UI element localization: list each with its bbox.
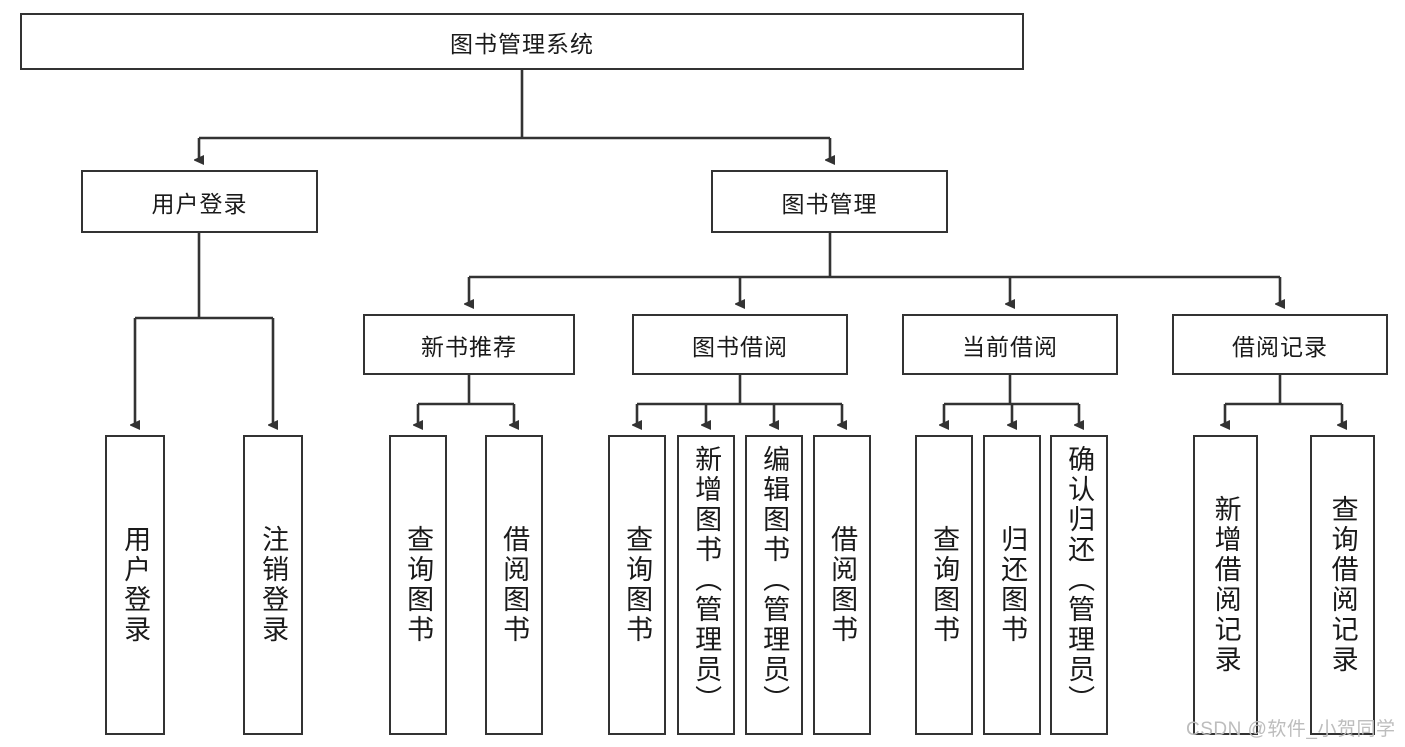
node-leaf-confirm-return-label: 确认归还（管理员） [1064, 445, 1095, 715]
node-current-borrow-label: 当前借阅 [962, 333, 1058, 360]
node-leaf-add-record-label: 新增借阅记录 [1210, 495, 1241, 675]
node-leaf-return-book-label: 归还图书 [997, 525, 1028, 645]
node-new-book-rec-label: 新书推荐 [421, 333, 517, 360]
node-leaf-user-login-label: 用户登录 [120, 525, 151, 645]
node-leaf-query-book-1[interactable]: 查询图书 [389, 435, 447, 735]
node-book-borrow-label: 图书借阅 [692, 333, 788, 360]
node-user-login[interactable]: 用户登录 [81, 170, 318, 233]
node-leaf-logout[interactable]: 注销登录 [243, 435, 303, 735]
node-root[interactable]: 图书管理系统 [20, 13, 1024, 70]
node-book-manage[interactable]: 图书管理 [711, 170, 948, 233]
node-leaf-borrow-book-2[interactable]: 借阅图书 [813, 435, 871, 735]
node-leaf-confirm-return[interactable]: 确认归还（管理员） [1050, 435, 1108, 735]
node-root-label: 图书管理系统 [450, 30, 594, 57]
node-borrow-record-label: 借阅记录 [1232, 333, 1328, 360]
node-leaf-user-login[interactable]: 用户登录 [105, 435, 165, 735]
node-leaf-edit-book[interactable]: 编辑图书（管理员） [745, 435, 803, 735]
node-leaf-query-book-2[interactable]: 查询图书 [608, 435, 666, 735]
node-borrow-record[interactable]: 借阅记录 [1172, 314, 1388, 375]
node-new-book-rec[interactable]: 新书推荐 [363, 314, 575, 375]
node-current-borrow[interactable]: 当前借阅 [902, 314, 1118, 375]
node-leaf-edit-book-label: 编辑图书（管理员） [759, 445, 790, 715]
node-leaf-return-book[interactable]: 归还图书 [983, 435, 1041, 735]
node-leaf-borrow-book-1-label: 借阅图书 [499, 525, 530, 645]
watermark: CSDN @软件_小贺同学 [1186, 719, 1396, 740]
node-user-login-label: 用户登录 [151, 190, 248, 217]
node-leaf-add-book[interactable]: 新增图书（管理员） [677, 435, 735, 735]
node-leaf-add-record[interactable]: 新增借阅记录 [1193, 435, 1258, 735]
node-book-manage-label: 图书管理 [781, 190, 878, 217]
node-leaf-query-book-2-label: 查询图书 [622, 525, 653, 645]
node-leaf-logout-label: 注销登录 [258, 525, 289, 645]
node-leaf-query-book-3[interactable]: 查询图书 [915, 435, 973, 735]
node-leaf-add-book-label: 新增图书（管理员） [691, 445, 722, 715]
node-leaf-query-record-label: 查询借阅记录 [1327, 495, 1358, 675]
node-leaf-query-record[interactable]: 查询借阅记录 [1310, 435, 1375, 735]
node-leaf-borrow-book-2-label: 借阅图书 [827, 525, 858, 645]
node-book-borrow[interactable]: 图书借阅 [632, 314, 848, 375]
node-leaf-query-book-1-label: 查询图书 [403, 525, 434, 645]
node-leaf-query-book-3-label: 查询图书 [929, 525, 960, 645]
node-leaf-borrow-book-1[interactable]: 借阅图书 [485, 435, 543, 735]
